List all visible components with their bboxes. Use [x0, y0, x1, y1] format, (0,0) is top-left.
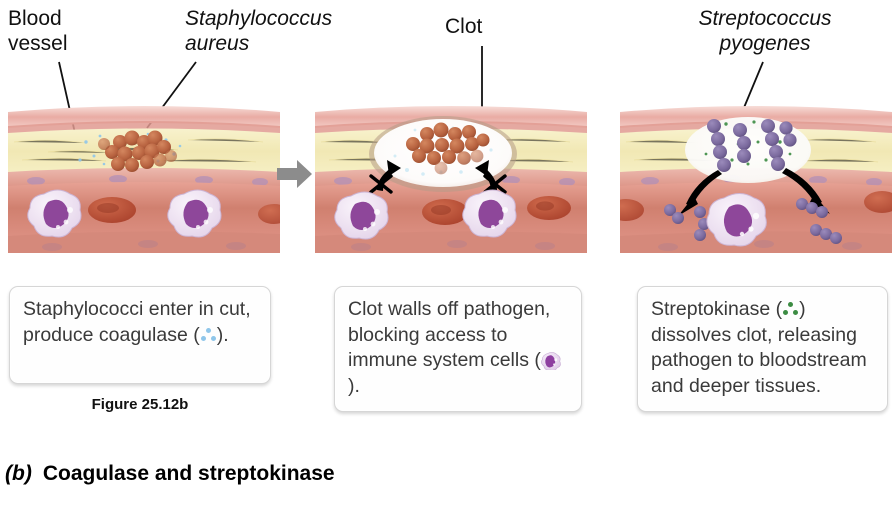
dermis-nuclei — [351, 240, 555, 251]
panel-2-illustration — [315, 106, 587, 253]
escape-arrow-left — [678, 170, 722, 216]
caption-step-2-text-before: Clot walls off pathogen, blocking access… — [348, 298, 551, 371]
vessel-nuclei — [27, 175, 268, 186]
red-blood-cell-edge — [258, 204, 280, 224]
fat-texture — [625, 138, 879, 163]
label-blood-vessel-line1: Blood — [8, 7, 62, 30]
streptococci-chain-clot-mid — [733, 123, 751, 163]
streptococci-chain-clot-far-right — [779, 121, 797, 147]
part-title: Coagulase and streptokinase — [42, 462, 335, 485]
streptococci-chain-clot-right — [761, 119, 785, 171]
red-blood-cell-right — [527, 196, 571, 220]
figure-number: Figure 25.12b — [91, 396, 189, 413]
label-strep-line1: Streptococcus — [698, 7, 832, 30]
panel-3-illustration — [620, 106, 892, 253]
white-blood-cell-center — [706, 193, 767, 247]
rbc-concavity — [97, 203, 119, 213]
streptococci-released-right — [796, 198, 828, 218]
label-blood-vessel: Blood vessel — [8, 6, 68, 56]
panel-streptokinase-dissolves — [620, 98, 892, 253]
caption-step-1-text-after: ). — [216, 323, 229, 346]
caption-step-2: Clot walls off pathogen, blocking access… — [334, 286, 582, 412]
coagulase-triad-blue-icon — [200, 327, 217, 343]
red-blood-cell-right-edge — [864, 191, 892, 213]
white-blood-cell-left — [334, 191, 389, 240]
caption-step-3-text-before: Streptokinase ( — [651, 298, 783, 320]
right-arrow-icon — [277, 160, 312, 188]
wbc-nucleus — [478, 199, 504, 228]
wbc-nucleus — [183, 199, 209, 228]
red-blood-cell-left-edge — [620, 199, 644, 221]
red-blood-cell — [88, 197, 136, 223]
panel-clot-walls-off — [315, 98, 587, 253]
wbc-nucleus — [350, 201, 376, 230]
dermis-nuclei — [658, 240, 862, 251]
red-blood-cell-center — [422, 199, 468, 225]
blocked-x-left — [369, 174, 393, 194]
label-strep-line2: pyogenes — [719, 32, 811, 55]
panel-staphylococci-enter — [8, 98, 280, 253]
white-blood-cell-left — [27, 189, 82, 238]
white-blood-cell-right — [167, 189, 222, 238]
label-staphylococcus-aureus: Staphylococcus aureus — [185, 6, 332, 56]
streptococci-chain-clot-left — [707, 119, 731, 172]
rbc-concavity — [431, 205, 451, 215]
label-staph-line1: Staphylococcus — [185, 7, 333, 30]
blocked-x-right — [483, 174, 507, 194]
caption-step-1: Staphylococci enter in cut, produce coag… — [9, 286, 271, 384]
white-blood-cell-right — [462, 189, 517, 238]
staphylococci-cluster-walled-off — [406, 122, 490, 175]
epidermis-basal — [8, 121, 280, 134]
label-blood-vessel-line2: vessel — [8, 32, 68, 55]
label-staph-line2: aureus — [185, 32, 250, 55]
immune-cell-purple-icon — [540, 352, 561, 370]
caption-step-3: Streptokinase () dissolves clot, releasi… — [637, 286, 888, 412]
part-letter: (b) — [5, 462, 32, 485]
dermis-nuclei — [42, 240, 246, 251]
label-streptococcus-pyogenes: Streptococcus pyogenes — [660, 6, 870, 56]
rbc-concavity — [536, 201, 554, 211]
streptococci-released-right2 — [810, 224, 842, 244]
wbc-nucleus — [723, 204, 753, 237]
wbc-nucleus — [43, 199, 69, 228]
caption-step-1-text-before: Staphylococci enter in cut, produce coag… — [23, 298, 251, 346]
panel-1-illustration — [8, 106, 280, 253]
staphylococci-cluster — [98, 130, 177, 172]
caption-step-2-text-after: ). — [348, 374, 360, 397]
part-caption: (b) Coagulase and streptokinase — [5, 462, 335, 486]
streptococci-released-left — [664, 204, 684, 224]
streptokinase-triad-green-icon — [782, 302, 799, 317]
label-clot: Clot — [445, 15, 483, 38]
caption-step-3-text-after: ) dissolves clot, releasing pathogen to … — [651, 298, 867, 397]
